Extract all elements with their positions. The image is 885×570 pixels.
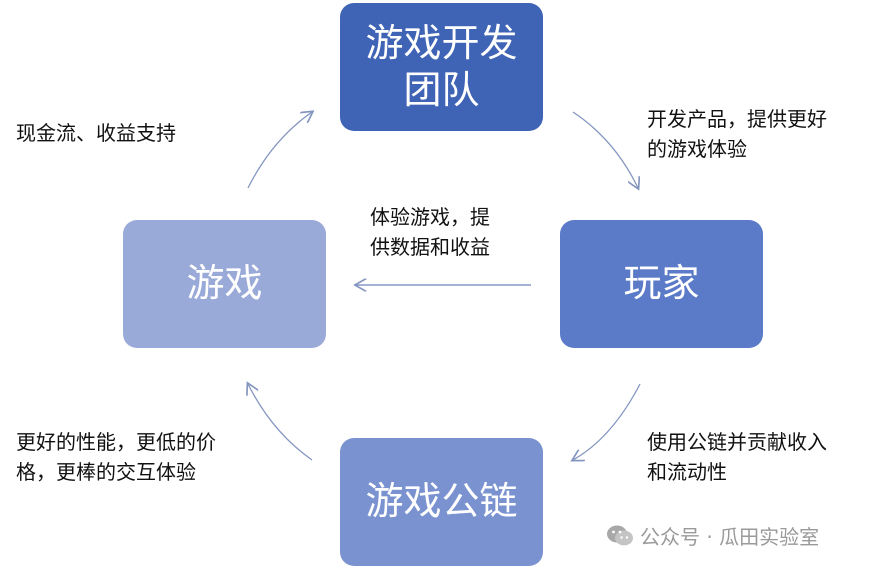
node-game-label: 游戏 <box>186 261 263 306</box>
node-player-label: 玩家 <box>623 261 700 306</box>
node-dev-team: 游戏开发 团队 <box>340 3 543 131</box>
edge-label-player-to-chain: 使用公链并贡献收入 和流动性 <box>647 430 827 484</box>
node-dev-team-line-1: 游戏开发 <box>365 20 518 65</box>
arrow-game-to-dev <box>247 112 312 189</box>
edge-label-dev-to-player: 开发产品，提供更好 的游戏体验 <box>647 107 827 161</box>
wechat-icon <box>607 525 633 545</box>
node-dev-team-line-2: 团队 <box>403 68 480 112</box>
node-game: 游戏 <box>123 220 326 348</box>
node-public-chain: 游戏公链 <box>340 438 543 566</box>
arrow-chain-to-game <box>248 384 313 461</box>
arrow-player-to-chain <box>573 383 641 460</box>
edge-label-chain-to-game: 更好的性能，更低的价 格，更棒的交互体验 <box>16 430 216 484</box>
edge-label-game-to-dev: 现金流、收益支持 <box>16 121 176 145</box>
edge-label-player-to-game: 体验游戏，提 供数据和收益 <box>370 205 490 259</box>
arrow-dev-to-player <box>572 111 638 188</box>
node-public-chain-label: 游戏公链 <box>365 479 518 524</box>
node-player: 玩家 <box>560 220 763 348</box>
watermark-text: 公众号 · 瓜田实验室 <box>640 525 820 549</box>
watermark: 公众号 · 瓜田实验室 <box>606 521 819 550</box>
